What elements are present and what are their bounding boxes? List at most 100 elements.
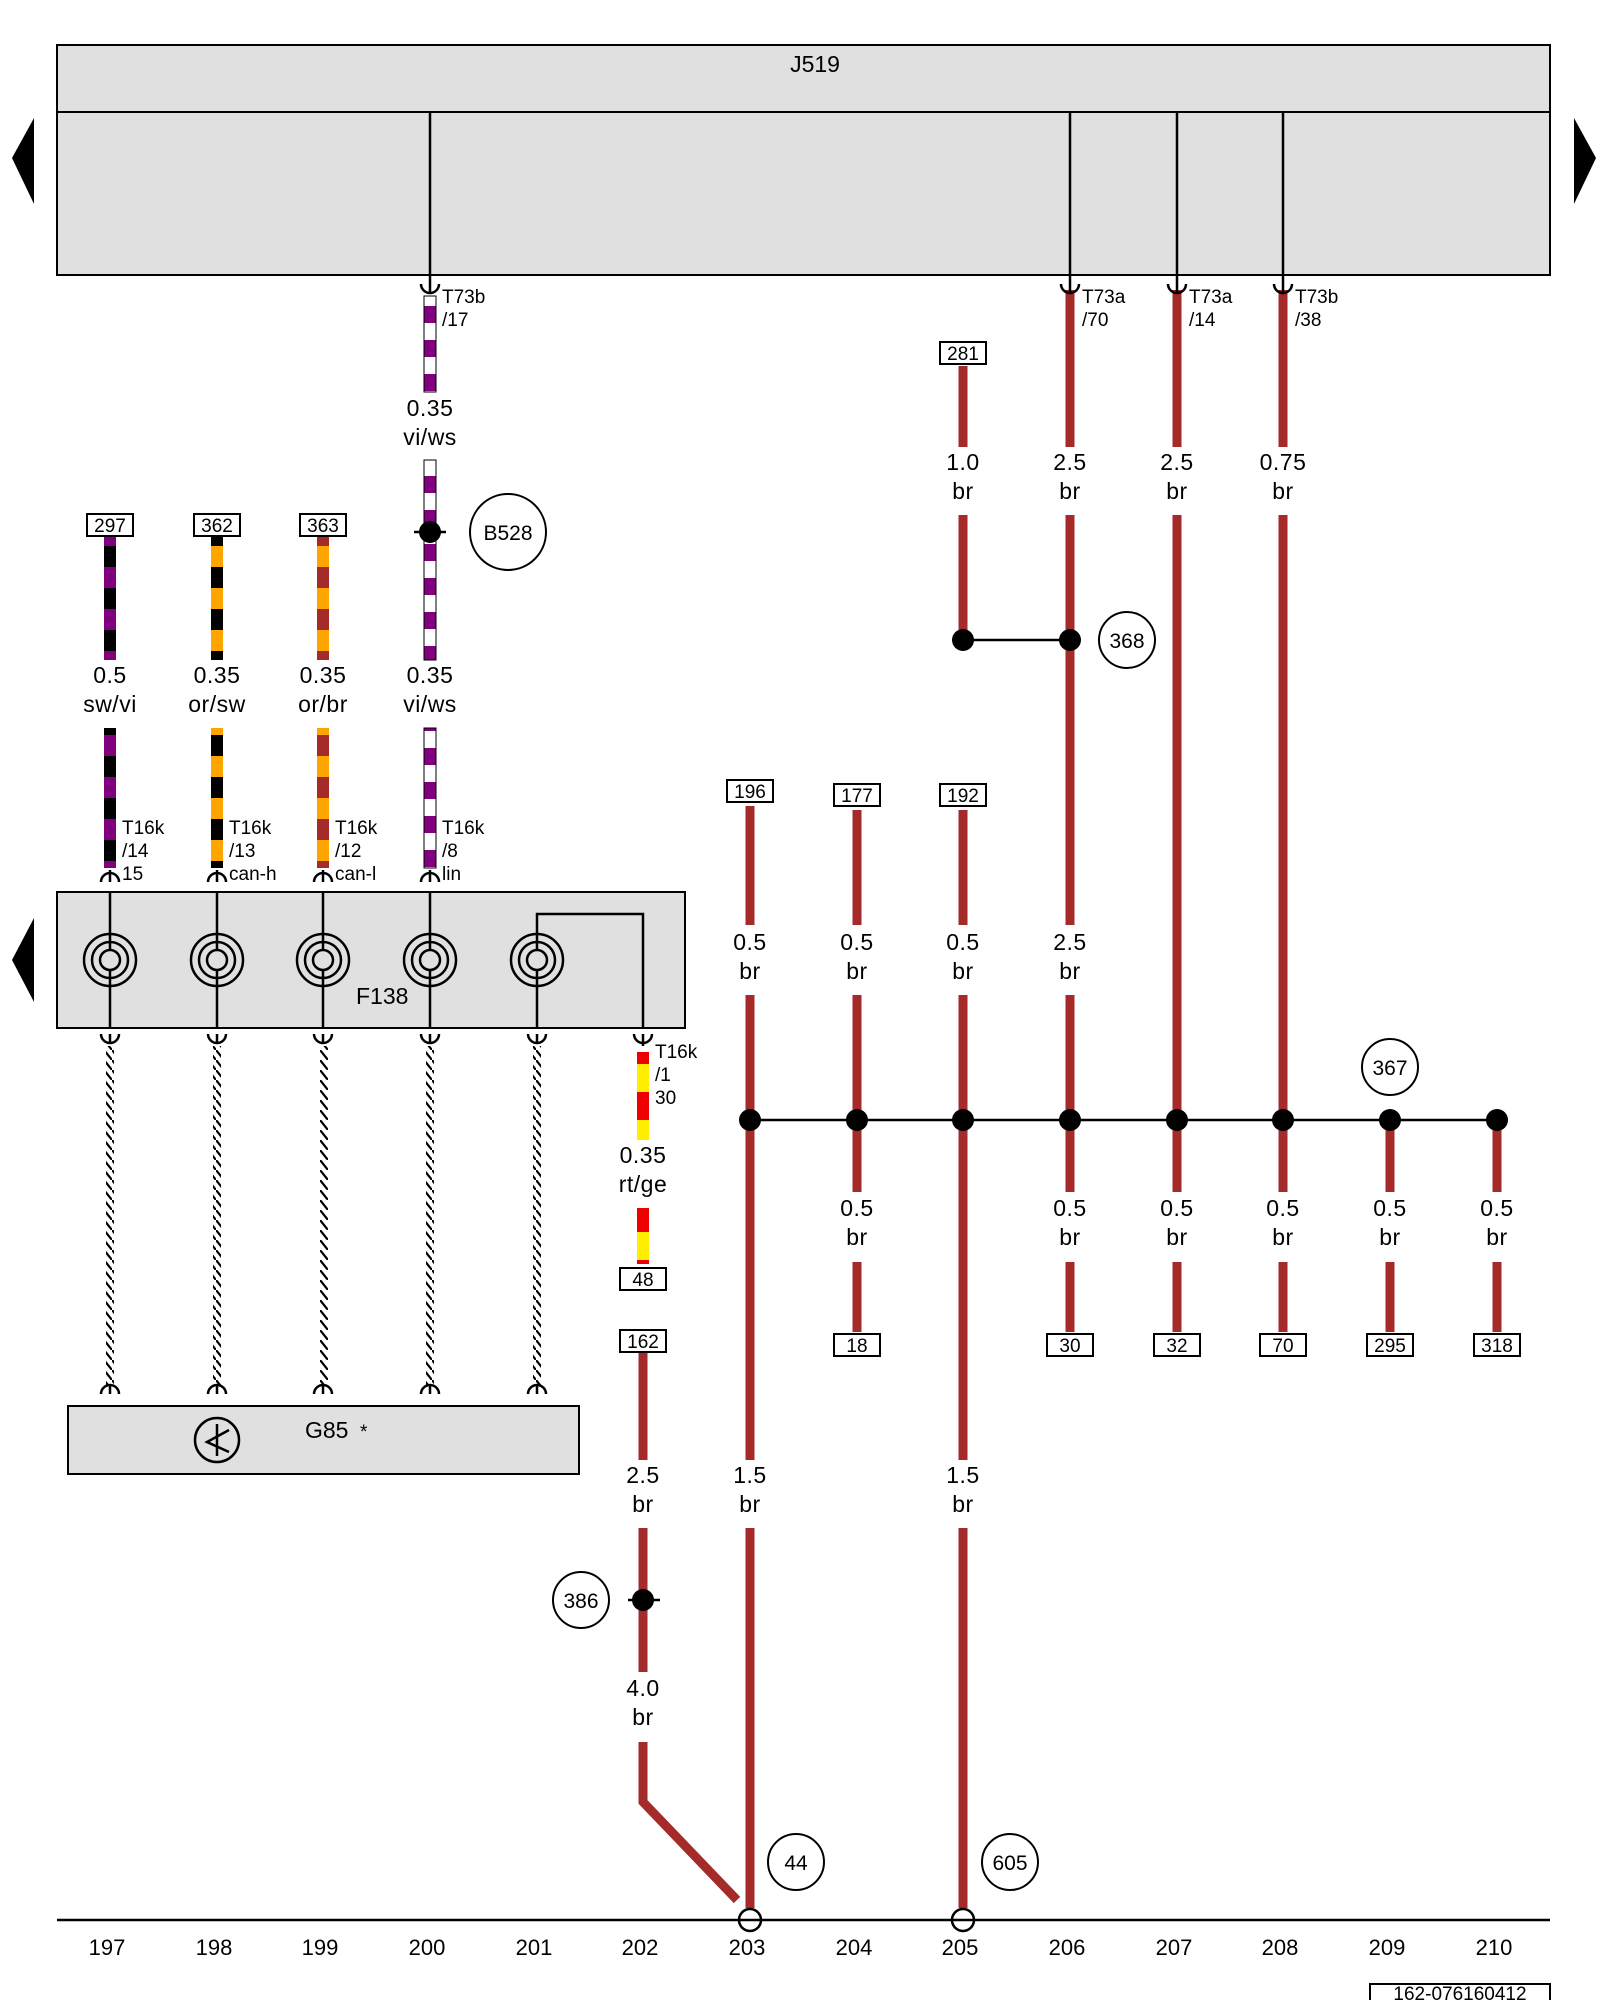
ref-192[interactable]: 192	[947, 786, 979, 807]
coil-icon	[509, 912, 645, 1028]
junction-368-label: 368	[1109, 630, 1144, 653]
ground-605-label: 605	[992, 1852, 1027, 1875]
column-number: 200	[409, 1935, 446, 1960]
arrow-left-icon[interactable]	[12, 918, 34, 1002]
column-number: 209	[1369, 1935, 1406, 1960]
brown-wires	[638, 290, 1502, 1908]
diagram-id: 162-076160412	[1369, 1983, 1551, 2000]
ref-318[interactable]: 318	[1481, 1336, 1513, 1357]
column-number: 204	[836, 1935, 873, 1960]
angle-sensor-icon	[193, 1416, 241, 1464]
connector-label: T73b/38	[1295, 287, 1338, 331]
column-number: 199	[302, 1935, 339, 1960]
f138-label: F138	[356, 983, 408, 1009]
connector-pins	[99, 283, 1294, 1395]
coil-icon	[82, 892, 138, 1028]
junction-386-label: 386	[563, 1590, 598, 1613]
ref-70[interactable]: 70	[1272, 1336, 1293, 1357]
ref-162[interactable]: 162	[627, 1332, 659, 1353]
column-number: 207	[1156, 1935, 1193, 1960]
ground-44-label: 44	[784, 1852, 808, 1875]
diagram-id-text: 162-076160412	[1393, 1984, 1526, 2000]
column-number: 208	[1262, 1935, 1299, 1960]
g85-label: G85	[305, 1417, 348, 1443]
ref-363[interactable]: 363	[307, 516, 339, 537]
coil-icon	[189, 892, 245, 1028]
column-number: 203	[729, 1935, 766, 1960]
component-g85: G85 *	[67, 1405, 580, 1475]
coil-icon	[295, 892, 351, 1028]
callout-circles	[469, 493, 1419, 1891]
ref-48[interactable]: 48	[632, 1270, 653, 1291]
j519-label: J519	[790, 51, 840, 77]
ref-297[interactable]: 297	[94, 516, 126, 537]
ref-196[interactable]: 196	[734, 782, 766, 803]
junction-367-label: 367	[1372, 1057, 1407, 1080]
component-f138: F138	[56, 891, 686, 1029]
ref-362[interactable]: 362	[201, 516, 233, 537]
bus-wires-f138-g85	[106, 1046, 541, 1386]
component-j519: J519	[56, 44, 1551, 276]
splice-dots	[739, 629, 1508, 1131]
callout-labels: B528 368 367 386 44 605	[483, 522, 1407, 1875]
b528-label: B528	[483, 522, 532, 545]
ref-30[interactable]: 30	[1059, 1336, 1080, 1357]
ref-295[interactable]: 295	[1374, 1336, 1406, 1357]
arrow-right-icon[interactable]	[1574, 118, 1596, 204]
ref-box-labels: 297 362 363 281 196 177 192 48 162 18 30…	[94, 344, 1513, 1357]
connector-label: T73b/17	[442, 287, 485, 331]
bus-lines	[750, 638, 1497, 1122]
column-number: 205	[942, 1935, 979, 1960]
column-number: 206	[1049, 1935, 1086, 1960]
inline-splice-b528	[414, 521, 446, 543]
j519-internal-wires	[428, 112, 1285, 284]
ref-18[interactable]: 18	[846, 1336, 867, 1357]
ref-32[interactable]: 32	[1166, 1336, 1187, 1357]
column-number: 198	[196, 1935, 233, 1960]
column-number: 197	[89, 1935, 126, 1960]
column-number: 202	[622, 1935, 659, 1960]
ref-box-frames	[86, 341, 1521, 1357]
column-number: 210	[1476, 1935, 1513, 1960]
arrow-left-icon[interactable]	[12, 118, 34, 204]
inline-splice-386	[628, 1589, 660, 1611]
column-numbers: 197 198 199 200 201 202 203 204 205 206 …	[89, 1935, 1513, 1960]
coil-icon	[402, 892, 458, 1028]
connector-label: T73a/14	[1189, 287, 1233, 331]
g85-note-marker: *	[360, 1422, 368, 1443]
ref-281[interactable]: 281	[947, 344, 979, 365]
ref-177[interactable]: 177	[841, 786, 873, 807]
